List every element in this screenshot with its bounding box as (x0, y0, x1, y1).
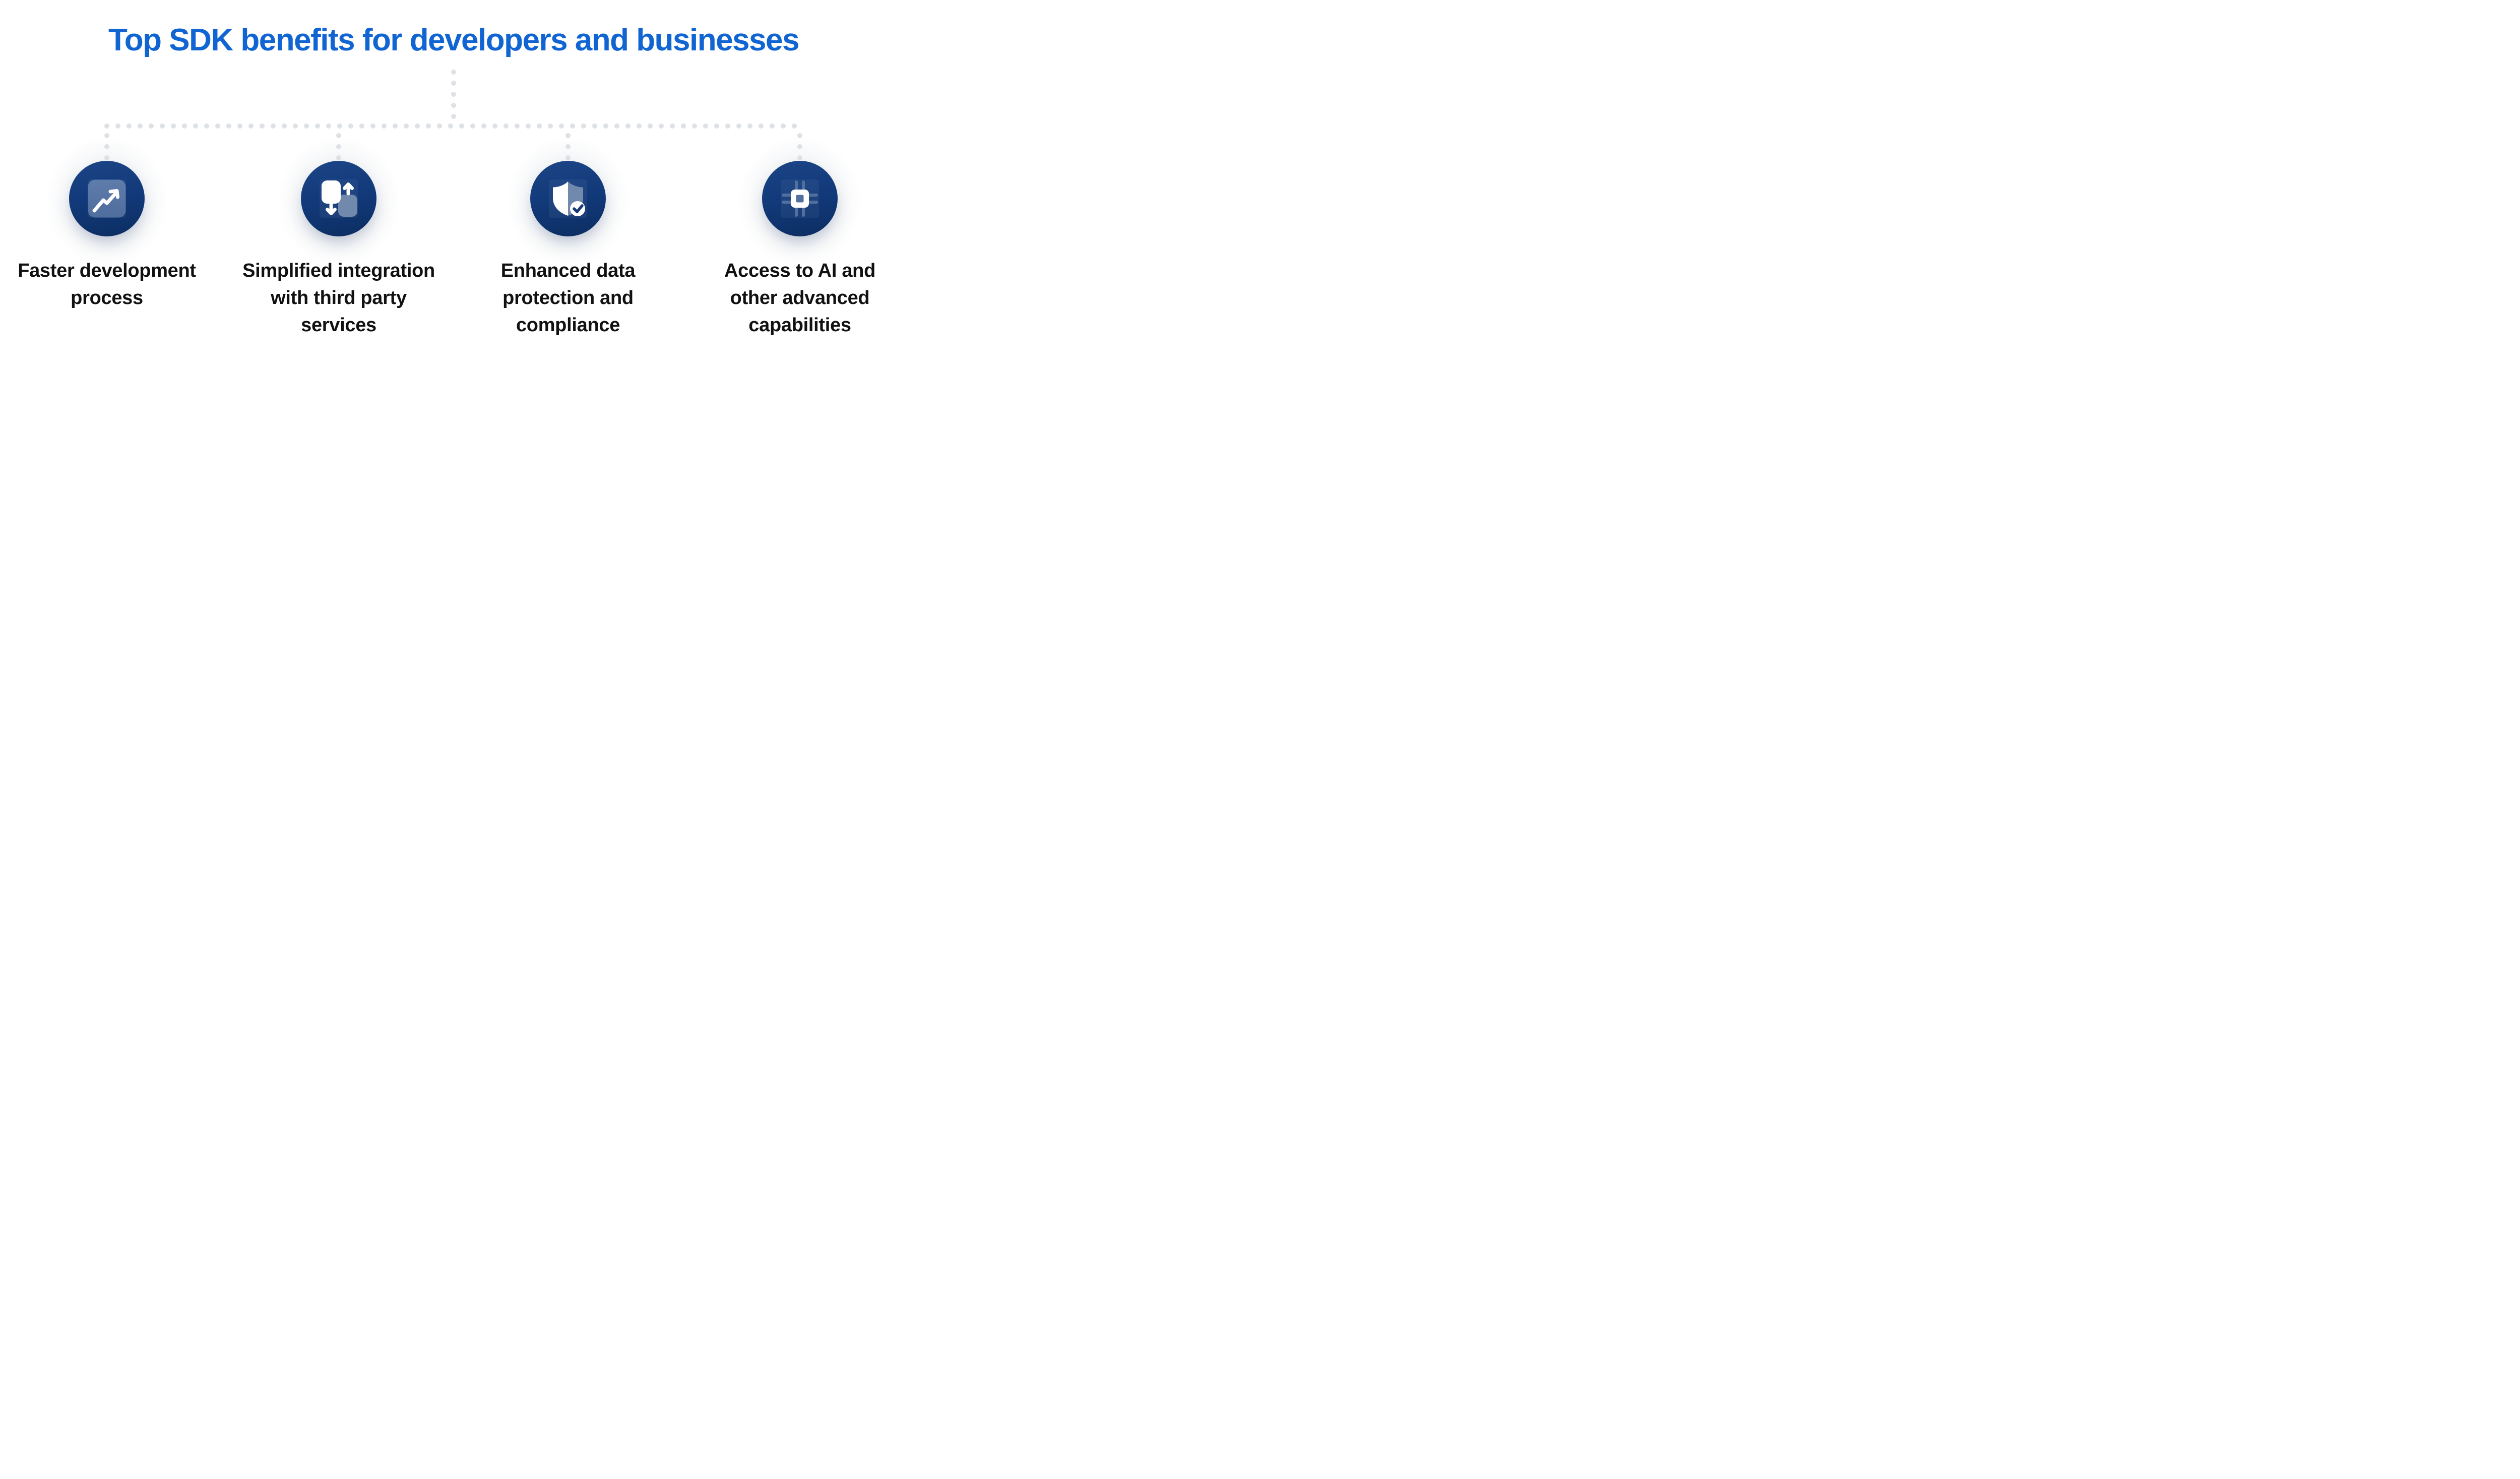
benefit-label: Enhanced data protection and compliance (500, 260, 636, 336)
shield-check-icon (553, 181, 585, 216)
page-title: Top SDK benefits for developers and busi… (108, 23, 799, 57)
benefit-icon-circle (301, 161, 376, 236)
connector-drop-vertical (565, 133, 571, 165)
benefit-icon-circle (69, 161, 145, 236)
benefit-label: Simplified integration with third party … (242, 260, 435, 336)
connector-horizontal-line (104, 124, 803, 129)
benefit-icon-circle (530, 161, 606, 236)
connector-drop-vertical (797, 133, 802, 165)
benefit-column-simplified-integration: Simplified integration with third party … (223, 0, 455, 369)
connector-drop-vertical (336, 133, 341, 165)
benefit-icon-circle (762, 161, 838, 236)
growth-chart-icon (88, 179, 126, 218)
chip-icon (782, 180, 818, 217)
data-sync-icon (322, 180, 357, 217)
benefit-column-faster-development: Faster development process (0, 0, 223, 369)
benefit-column-ai-capabilities: Access to AI and other advanced capabili… (684, 0, 907, 369)
benefit-column-data-protection: Enhanced data protection and compliance (452, 0, 684, 369)
benefit-label: Access to AI and other advanced capabili… (724, 260, 875, 336)
sdk-benefits-infographic: Top SDK benefits for developers and busi… (0, 0, 907, 369)
connector-stub-vertical (451, 70, 456, 125)
connector-drop-vertical (104, 133, 109, 165)
benefit-label: Faster development process (18, 260, 196, 309)
